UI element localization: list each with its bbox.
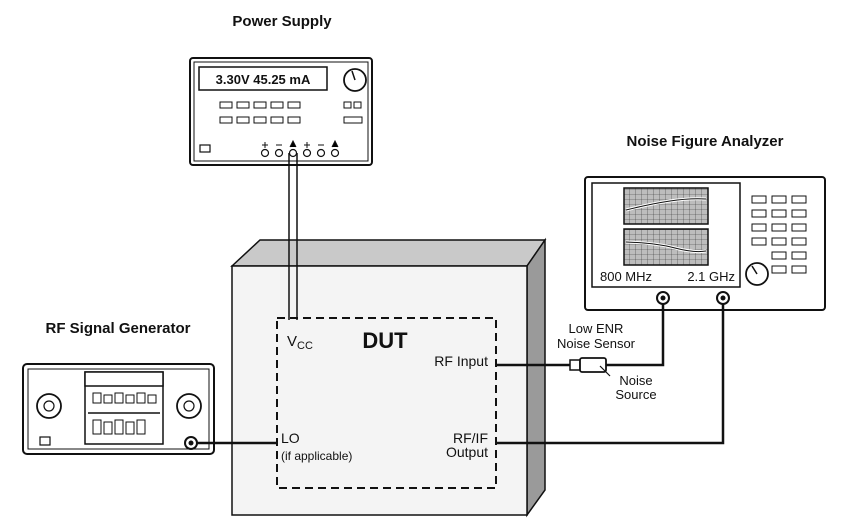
power-supply-title: Power Supply [232,13,332,30]
noise-figure-analyzer: Noise Figure Analyzer 800 MHz 2.1 GHz [584,133,826,311]
rfif-label-1: RF/IF [453,430,488,446]
lo-note: (if applicable) [281,449,352,463]
nfa-freq-start: 800 MHz [600,269,652,284]
rfif-label-2: Output [446,444,488,460]
noise-sensor-label-1: Low ENR [569,321,624,336]
noise-sensor [569,357,611,377]
vcc-cable [288,153,298,320]
lo-label: LO [281,430,300,446]
rf-signal-generator: RF Signal Generator [22,320,215,455]
noise-source-label-1: Noise [619,373,652,388]
noise-source-cable [606,304,665,367]
vcc-label: VCC [287,333,313,352]
output-cable [496,304,725,445]
power-supply-switch[interactable] [199,144,211,153]
dut-boundary [276,317,497,489]
noise-source-label-2: Source [615,387,656,402]
power-supply-display [198,66,328,91]
rf-input-label: RF Input [434,353,488,369]
nfa-title: Noise Figure Analyzer [627,133,784,150]
power-supply: Power Supply 3.30V 45.25 mA [189,13,373,166]
nfa-freq-stop: 2.1 GHz [687,269,735,284]
rf-gen-power-switch[interactable] [39,436,51,446]
noise-sensor-label-2: Noise Sensor [557,336,636,351]
dut-enclosure: DUT VCC RF Input LO (if applicable) RF/I… [230,237,547,518]
power-supply-buttons[interactable] [219,101,363,124]
nfa-keypad[interactable] [751,195,807,274]
dut-title: DUT [362,328,408,353]
rf-gen-title: RF Signal Generator [45,320,190,337]
power-supply-readout: 3.30V 45.25 mA [216,72,311,87]
